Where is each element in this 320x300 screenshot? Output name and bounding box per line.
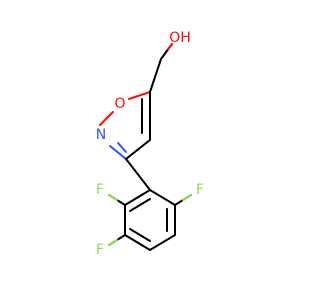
bond-n2-c3 [109, 145, 127, 160]
bond-ch2-oh-red [167, 43, 173, 50]
bond-ph4-ph5-inner [129, 228, 151, 242]
bond-ph4-ph5 [124, 234, 151, 251]
fluorine-label-lower-left: F [96, 242, 104, 258]
bond-c3-c4 [125, 139, 151, 160]
bond-ph6-f-color [108, 194, 118, 201]
bond-ph3-ph4 [149, 234, 176, 251]
bond-ph5-f-color [108, 239, 118, 246]
molecule-structure: OH O N F F F [96, 30, 204, 258]
bond-ph6-ph1-inner [129, 198, 151, 212]
bond-o1-n2 [99, 111, 114, 126]
bond-ph1-ph2 [149, 189, 176, 206]
bond-c5-ch2 [149, 58, 162, 93]
bond-ph2-f-color [182, 194, 192, 201]
bond-ph6-ph1 [124, 189, 151, 206]
bond-o1-c5 [128, 91, 151, 100]
fluorine-label-upper-left: F [96, 182, 104, 198]
fluorine-label-right: F [196, 182, 204, 198]
bond-n2-c3-inner [117, 142, 127, 153]
bond-c3-phenyl [125, 158, 151, 191]
ring-oxygen-label: O [114, 96, 125, 112]
hydroxyl-label: OH [169, 30, 191, 46]
ring-nitrogen-label: N [96, 127, 106, 143]
